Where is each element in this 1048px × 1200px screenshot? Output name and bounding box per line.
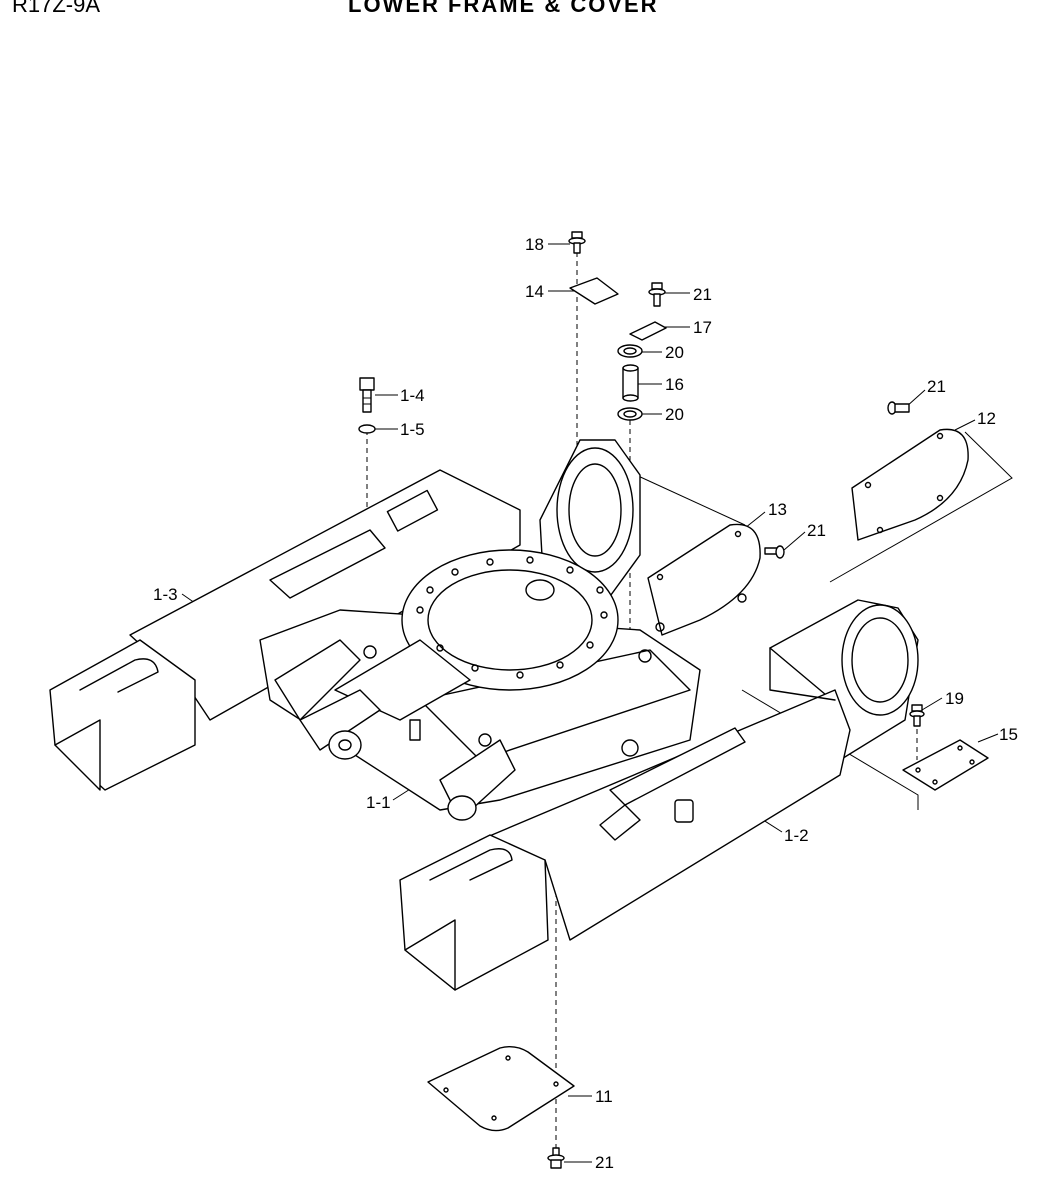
callout-13: 13: [768, 500, 787, 519]
callout-21-cover13: 21: [807, 521, 826, 540]
washer-20-bottom: [617, 407, 643, 421]
cover-12: [851, 428, 969, 541]
callout-14: 14: [525, 282, 544, 301]
side-frame-left: [49, 439, 641, 791]
callout-12: 12: [977, 409, 996, 428]
bolt-21-bottom: [547, 1147, 565, 1169]
callout-18: 18: [525, 235, 544, 254]
washer-20-top: [617, 344, 643, 358]
callout-15: 15: [999, 725, 1018, 744]
callout-1-1: 1-1: [366, 793, 391, 812]
plate-17: [629, 321, 667, 341]
bolt-holes: [416, 556, 608, 679]
plate-14: [569, 277, 619, 305]
callout-16: 16: [665, 375, 684, 394]
bolt-21-top: [648, 282, 666, 307]
callout-20-top: 20: [665, 343, 684, 362]
center-frame: [259, 549, 701, 821]
callout-17: 17: [693, 318, 712, 337]
pin-16: [622, 364, 639, 402]
cover-15: [902, 739, 989, 791]
bolt-18: [568, 231, 586, 254]
diagram-title: LOWER FRAME & COVER: [348, 0, 659, 17]
side-frame-right: [399, 599, 919, 991]
callout-1-5: 1-5: [400, 420, 425, 439]
callout-11: 11: [595, 1087, 613, 1106]
bolt-1-4: [359, 377, 375, 413]
callout-20-bottom: 20: [665, 405, 684, 424]
callout-1-2: 1-2: [784, 826, 809, 845]
cover-13: [647, 523, 761, 636]
callout-labels: 18 14 21 17 20 16 20 1-4 1-5 21 12 13 21…: [153, 235, 1018, 1172]
callout-21-top: 21: [693, 285, 712, 304]
bolt-21-cover13: [764, 545, 785, 559]
bolt-19: [909, 704, 925, 727]
cover-11: [427, 1045, 575, 1132]
bolt-21-cover12: [887, 401, 910, 415]
washer-1-5: [358, 424, 376, 434]
callout-19: 19: [945, 689, 964, 708]
small-parts: [358, 231, 925, 1169]
callout-1-4: 1-4: [400, 386, 425, 405]
callout-21-cover12: 21: [927, 377, 946, 396]
callout-21-bottom: 21: [595, 1153, 614, 1172]
callout-1-3: 1-3: [153, 585, 178, 604]
model-number: R17Z-9A: [12, 0, 101, 17]
